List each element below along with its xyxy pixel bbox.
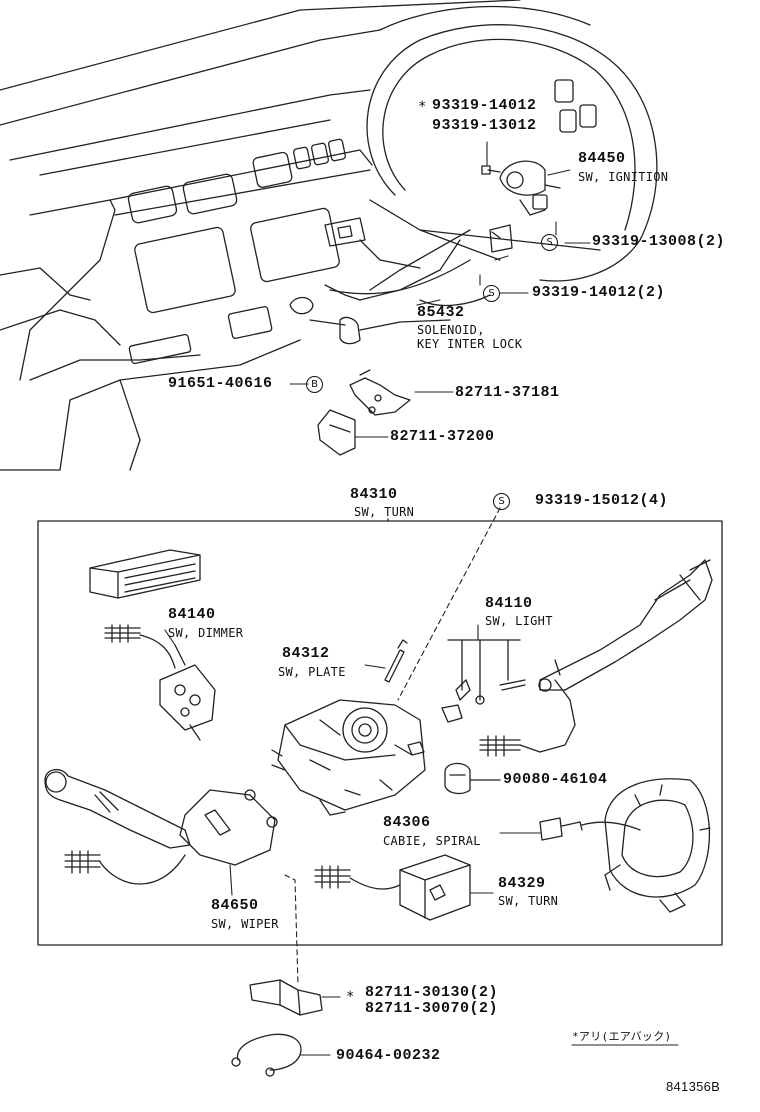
part-84329: 84329 [498, 875, 546, 892]
part-93319-13012: 93319-13012 [432, 117, 537, 134]
turn-switch-body-drawing [271, 699, 426, 816]
name-84110: SW, LIGHT [485, 614, 553, 628]
solenoid-drawing [289, 217, 491, 345]
screw-symbol-icon: S [493, 493, 510, 510]
connector-block-drawing [89, 549, 201, 599]
name-84329: SW, TURN [498, 894, 559, 908]
part-90080-46104: 90080-46104 [503, 771, 608, 788]
clamp-drawing [444, 762, 501, 795]
part-93319-15012: 93319-15012(4) [535, 492, 669, 509]
screw-symbol-icon: S [483, 285, 500, 302]
screw-symbol-icon: S [541, 234, 558, 251]
part-90464-00232: 90464-00232 [336, 1047, 441, 1064]
part-84450: 84450 [578, 150, 626, 167]
part-84312: 84312 [282, 645, 330, 662]
name-84306: CABIE, SPIRAL [383, 834, 481, 848]
part-84140: 84140 [168, 606, 216, 623]
leader-lines-top [289, 141, 591, 438]
dashed-leader-screw [397, 507, 501, 701]
bolt-symbol-icon: B [306, 376, 323, 393]
ignition-switch-drawing [329, 160, 561, 301]
drawing-number: 841356B [666, 1079, 721, 1094]
name-84450: SW, IGNITION [578, 170, 669, 184]
part-82711-37181: 82711-37181 [455, 384, 560, 401]
part-84110: 84110 [485, 595, 533, 612]
bracket-drawing [317, 369, 411, 456]
name-85432-line2: KEY INTER LOCK [417, 337, 523, 351]
leader-lines-box [164, 624, 479, 669]
turn-switch-group-box [37, 520, 723, 946]
name-84310: SW, TURN [354, 505, 415, 519]
wire-harness-drawing [231, 1033, 331, 1077]
star-marker: * [418, 99, 427, 115]
light-switch-drawing [441, 559, 713, 757]
part-93319-13008: 93319-13008(2) [592, 233, 726, 250]
dashed-leader-clip [284, 874, 299, 986]
part-93319-14012-star: 93319-14012 [432, 97, 537, 114]
spiral-cable-drawing [499, 778, 711, 913]
airbag-note: *アリ(エアバック) [572, 1030, 672, 1043]
part-93319-14012-2: 93319-14012(2) [532, 284, 666, 301]
dashboard-drawing [0, 0, 597, 471]
part-85432: 85432 [417, 304, 465, 321]
star-marker: * [346, 989, 355, 1005]
name-84312: SW, PLATE [278, 665, 346, 679]
part-84306: 84306 [383, 814, 431, 831]
dimmer-switch-drawing [104, 624, 216, 741]
part-82711-30070: 82711-30070(2) [365, 1000, 499, 1017]
turn-switch-84329-drawing [314, 854, 494, 921]
part-82711-30130: 82711-30130(2) [365, 984, 499, 1001]
part-82711-37200: 82711-37200 [390, 428, 495, 445]
part-84310: 84310 [350, 486, 398, 503]
part-84650: 84650 [211, 897, 259, 914]
name-84650: SW, WIPER [211, 917, 279, 931]
clip-drawing [249, 979, 341, 1016]
wiper-switch-drawing [44, 769, 278, 896]
steering-wheel-drawing [366, 5, 658, 291]
switch-plate-drawing [384, 639, 408, 683]
name-85432-line1: SOLENOID, [417, 323, 485, 337]
name-84140: SW, DIMMER [168, 626, 244, 640]
part-91651-40616: 91651-40616 [168, 375, 273, 392]
